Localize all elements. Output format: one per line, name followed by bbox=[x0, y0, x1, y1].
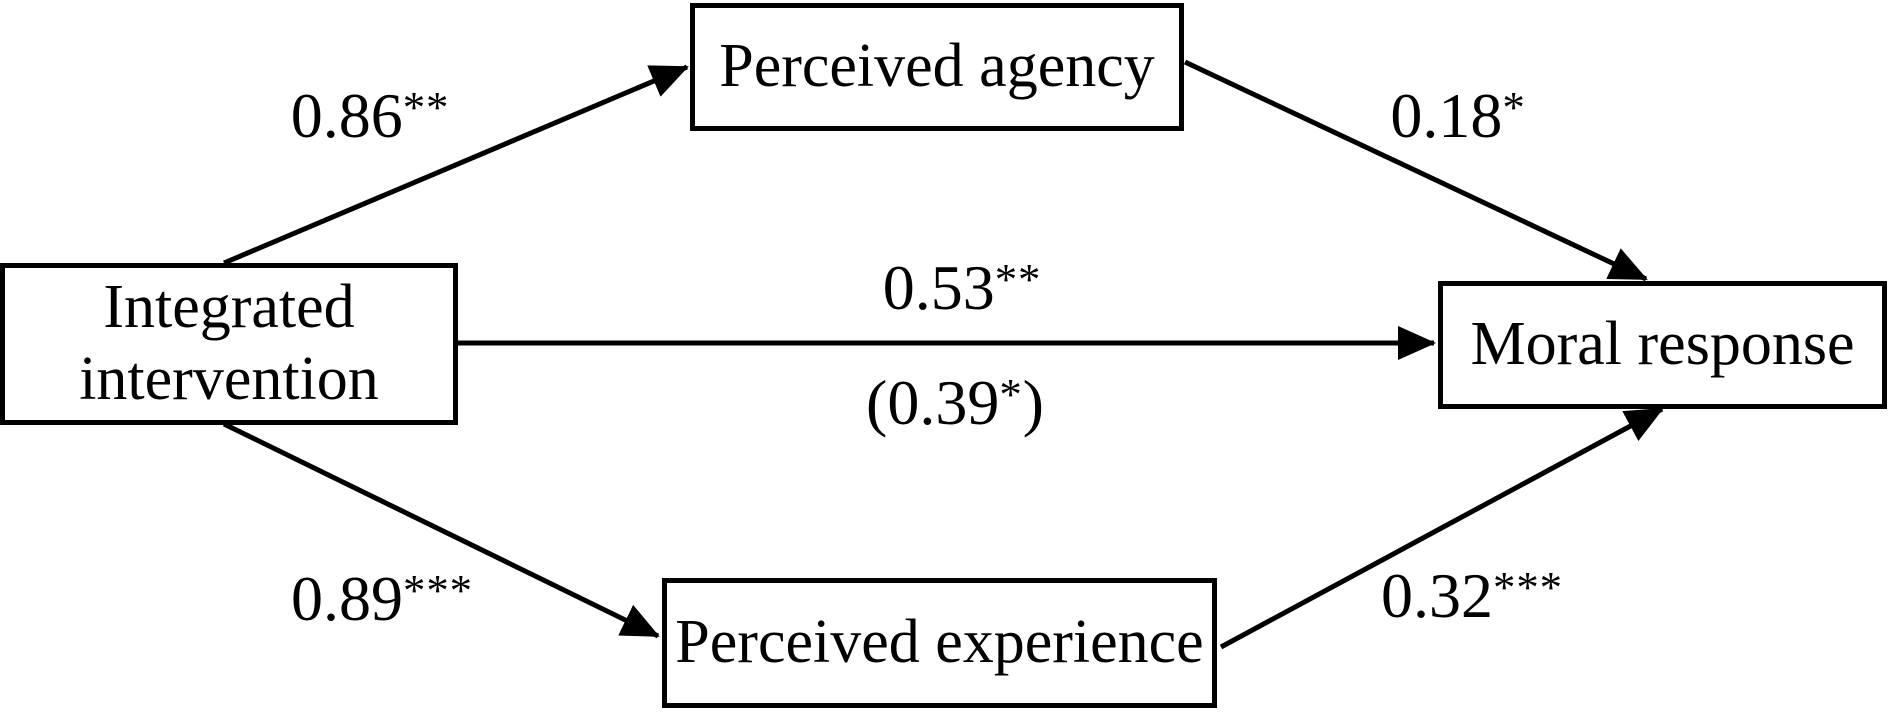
node-integrated-intervention: Integrated intervention bbox=[0, 263, 458, 425]
coef-stars: * bbox=[1502, 81, 1526, 132]
coef-paren-open: ( bbox=[866, 367, 888, 438]
coef-value: 0.32 bbox=[1381, 560, 1494, 631]
node-perceived-experience: Perceived experience bbox=[662, 578, 1217, 708]
arrow-intervention-to-agency bbox=[223, 64, 689, 266]
node-label-integrated-intervention: Integrated intervention bbox=[79, 272, 379, 416]
coef-intervention-to-experience: 0.89*** bbox=[291, 567, 473, 631]
coef-value: 0.53 bbox=[882, 252, 995, 323]
arrow-agency-to-moral bbox=[1183, 59, 1648, 282]
coef-value: 0.89 bbox=[291, 563, 404, 634]
coef-experience-to-moral: 0.32*** bbox=[1381, 564, 1563, 628]
coef-value: 0.18 bbox=[1390, 80, 1503, 151]
coef-stars: ** bbox=[994, 253, 1042, 304]
coef-stars: *** bbox=[1493, 561, 1563, 612]
coef-agency-to-moral: 0.18* bbox=[1390, 84, 1525, 148]
node-label-line: Integrated bbox=[103, 273, 355, 342]
node-moral-response: Moral response bbox=[1438, 281, 1887, 409]
node-label-moral-response: Moral response bbox=[1470, 310, 1855, 379]
node-label-perceived-agency: Perceived agency bbox=[719, 32, 1155, 101]
coef-stars: ** bbox=[402, 81, 450, 132]
node-label-line: intervention bbox=[79, 345, 379, 413]
node-perceived-agency: Perceived agency bbox=[690, 3, 1184, 131]
arrow-intervention-to-experience bbox=[222, 421, 660, 639]
coef-stars: * bbox=[999, 368, 1023, 419]
node-label-perceived-experience: Perceived experience bbox=[675, 608, 1204, 677]
coef-direct-effect-adjusted: (0.39*) bbox=[866, 371, 1044, 435]
coef-value: 0.86 bbox=[290, 80, 403, 151]
coef-direct-effect: 0.53** bbox=[883, 256, 1042, 320]
coef-intervention-to-agency: 0.86** bbox=[291, 84, 450, 148]
coef-value: 0.39 bbox=[887, 367, 1000, 438]
coef-paren-close: ) bbox=[1022, 367, 1044, 438]
arrow-experience-to-moral bbox=[1219, 406, 1664, 650]
coef-stars: *** bbox=[403, 564, 473, 615]
